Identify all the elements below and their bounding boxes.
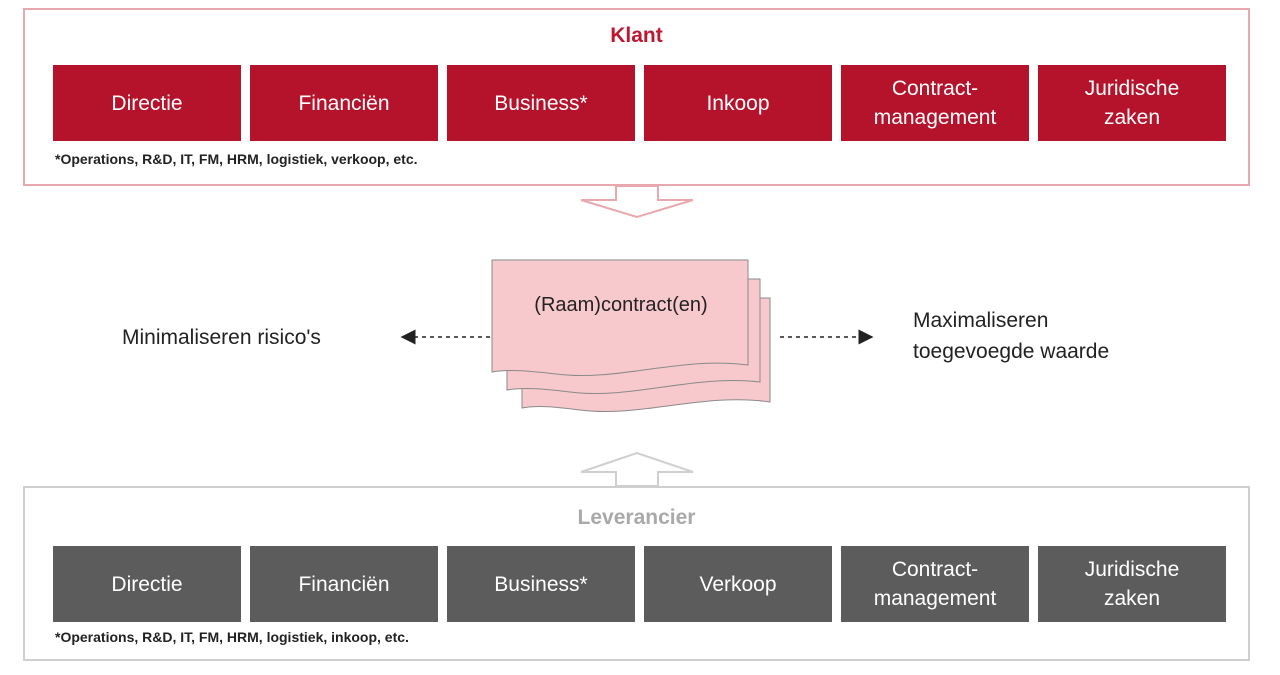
klant-box-inkoop: Inkoop bbox=[644, 65, 832, 141]
contract-document-front bbox=[491, 259, 749, 377]
leverancier-box-business: Business* bbox=[447, 546, 635, 622]
klant-box-business: Business* bbox=[447, 65, 635, 141]
klant-footnote: *Operations, R&D, IT, FM, HRM, logistiek… bbox=[55, 151, 418, 167]
klant-box-directie: Directie bbox=[53, 65, 241, 141]
leverancier-box-directie: Directie bbox=[53, 546, 241, 622]
leverancier-boxes: Directie Financiën Business* Verkoop Con… bbox=[53, 546, 1226, 622]
up-arrow-icon bbox=[580, 451, 694, 487]
leverancier-panel: Leverancier Directie Financiën Business*… bbox=[23, 486, 1250, 661]
klant-box-financien: Financiën bbox=[250, 65, 438, 141]
klant-panel: Klant Directie Financiën Business* Inkoo… bbox=[23, 8, 1250, 186]
klant-box-juridische-zaken: Juridische zaken bbox=[1038, 65, 1226, 141]
leverancier-box-verkoop: Verkoop bbox=[644, 546, 832, 622]
leverancier-box-financien: Financiën bbox=[250, 546, 438, 622]
klant-title: Klant bbox=[610, 24, 663, 47]
contract-label: (Raam)contract(en) bbox=[534, 294, 708, 316]
leverancier-box-contractmanagement: Contract- management bbox=[841, 546, 1029, 622]
down-arrow-icon bbox=[580, 185, 694, 219]
klant-box-contractmanagement: Contract- management bbox=[841, 65, 1029, 141]
minimize-risk-text: Minimaliseren risico's bbox=[122, 326, 321, 349]
leverancier-footnote: *Operations, R&D, IT, FM, HRM, logistiek… bbox=[55, 629, 409, 645]
leverancier-title: Leverancier bbox=[577, 506, 696, 529]
klant-boxes: Directie Financiën Business* Inkoop Cont… bbox=[53, 65, 1226, 141]
maximize-value-text: Maximaliseren toegevoegde waarde bbox=[913, 309, 1110, 363]
leverancier-box-juridische-zaken: Juridische zaken bbox=[1038, 546, 1226, 622]
